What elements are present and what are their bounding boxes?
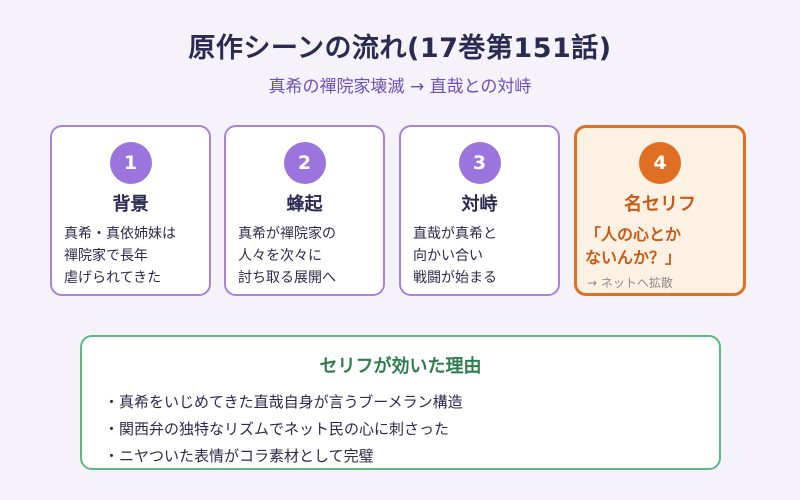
- step-description-line: 直哉が真希と: [413, 226, 497, 242]
- step-card-uprising: 2 蜂起 真希が禪院家の 人々を次々に 討ち取る展開へ: [224, 125, 385, 296]
- reason-title: セリフが効いた理由: [319, 356, 482, 377]
- step-description-line: 禪院家で長年: [64, 248, 148, 264]
- story-flow: 1 背景 真希・真依姉妹は 禪院家で長年 虐げられてきた 2 蜂起 真希が禪院家…: [50, 125, 746, 296]
- quote-line: 「人の心とか: [585, 225, 682, 244]
- step-description: 直哉が真希と 向かい合い 戦闘が始まる: [413, 223, 552, 289]
- step-description-line: 虐げられてきた: [64, 270, 162, 286]
- reason-item: ニヤついた表情がコラ素材として完璧: [104, 443, 709, 470]
- step-description: 真希が禪院家の 人々を次々に 討ち取る展開へ: [238, 223, 377, 289]
- step-card-famous-line: 4 名セリフ 「人の心とか ないんか？」 → ネットへ拡散: [574, 125, 746, 296]
- reason-list: 真希をいじめてきた直哉自身が言うブーメラン構造 関西弁の独特なリズムでネット民の…: [104, 389, 709, 470]
- quote-line: ないんか？」: [585, 248, 682, 267]
- page-subtitle: 真希の禪院家壊滅 → 直哉との対峙: [268, 77, 532, 97]
- reason-item: 真希をいじめてきた直哉自身が言うブーメラン構造: [104, 389, 709, 416]
- step-title: 対峙: [461, 194, 498, 215]
- step-number-badge: 3: [458, 142, 501, 184]
- step-card-confrontation: 3 対峙 直哉が真希と 向かい合い 戦闘が始まる: [399, 125, 560, 296]
- step-title: 蜂起: [286, 194, 323, 215]
- step-description-line: 向かい合い: [413, 248, 483, 264]
- step-card-background: 1 背景 真希・真依姉妹は 禪院家で長年 虐げられてきた: [50, 125, 211, 296]
- step-description-line: 真希が禪院家の: [238, 226, 336, 242]
- page-title: 原作シーンの流れ(17巻第151話): [188, 33, 612, 64]
- spread-note: → ネットへ拡散: [587, 276, 673, 290]
- step-description-line: 真希・真依姉妹は: [64, 226, 176, 242]
- step-description-line: 人々を次々に: [238, 248, 322, 264]
- reason-box: セリフが効いた理由 真希をいじめてきた直哉自身が言うブーメラン構造 関西弁の独特…: [80, 335, 721, 470]
- step-number-badge: 1: [109, 142, 152, 184]
- step-title: 背景: [112, 194, 149, 215]
- step-number-badge: 2: [283, 142, 326, 184]
- reason-item: 関西弁の独特なリズムでネット民の心に刺さった: [104, 416, 709, 443]
- step-description-line: 討ち取る展開へ: [238, 270, 336, 286]
- step-title: 名セリフ: [624, 194, 696, 215]
- step-description: 真希・真依姉妹は 禪院家で長年 虐げられてきた: [64, 223, 203, 289]
- famous-quote: 「人の心とか ないんか？」: [585, 223, 739, 269]
- step-number-badge: 4: [639, 142, 681, 184]
- step-description-line: 戦闘が始まる: [413, 270, 497, 286]
